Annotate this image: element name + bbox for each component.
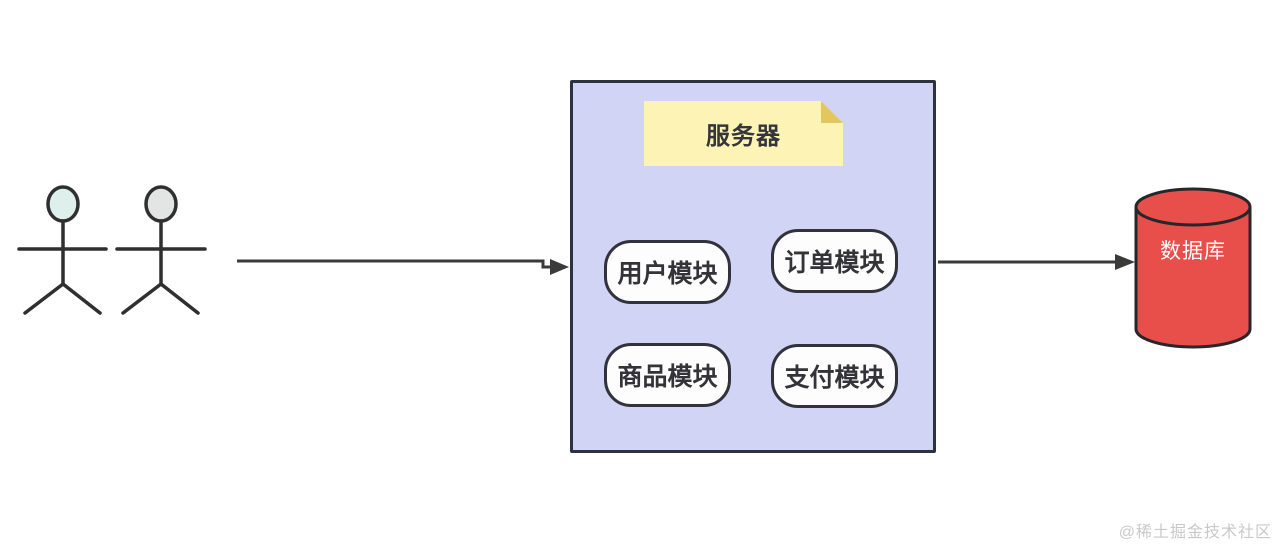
module-box-payment: 支付模块 xyxy=(771,344,898,408)
server-note xyxy=(644,101,843,166)
module-box-user: 用户模块 xyxy=(604,240,731,304)
database-label: 数据库 xyxy=(1160,240,1226,263)
arrowhead-icon xyxy=(550,259,569,275)
actor-1-head xyxy=(46,185,80,223)
server-to-database-arrow xyxy=(938,254,1135,270)
users-to-server-arrow xyxy=(237,259,569,275)
arrowhead-icon xyxy=(1115,254,1135,270)
actor-2-head xyxy=(144,185,178,223)
user-actor-2-icon xyxy=(115,185,207,315)
note-fold-icon xyxy=(821,101,843,123)
module-box-product: 商品模块 xyxy=(604,343,731,407)
server-title: 服务器 xyxy=(706,123,781,150)
user-actor-1-icon xyxy=(17,185,108,315)
module-box-order: 订单模块 xyxy=(771,229,898,293)
database-cylinder-icon xyxy=(1134,187,1252,349)
watermark: @稀土掘金技术社区 xyxy=(1118,524,1272,541)
